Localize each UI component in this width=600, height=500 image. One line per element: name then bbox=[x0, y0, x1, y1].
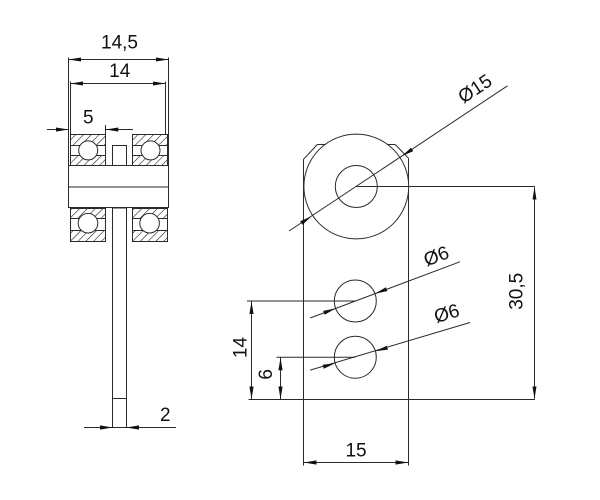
svg-text:2: 2 bbox=[160, 405, 171, 426]
svg-text:14: 14 bbox=[231, 337, 252, 359]
svg-text:6: 6 bbox=[256, 369, 277, 380]
svg-text:14: 14 bbox=[109, 61, 131, 82]
svg-text:14,5: 14,5 bbox=[101, 33, 138, 54]
svg-text:15: 15 bbox=[345, 441, 366, 462]
svg-text:30,5: 30,5 bbox=[506, 273, 527, 310]
svg-text:5: 5 bbox=[83, 108, 94, 129]
